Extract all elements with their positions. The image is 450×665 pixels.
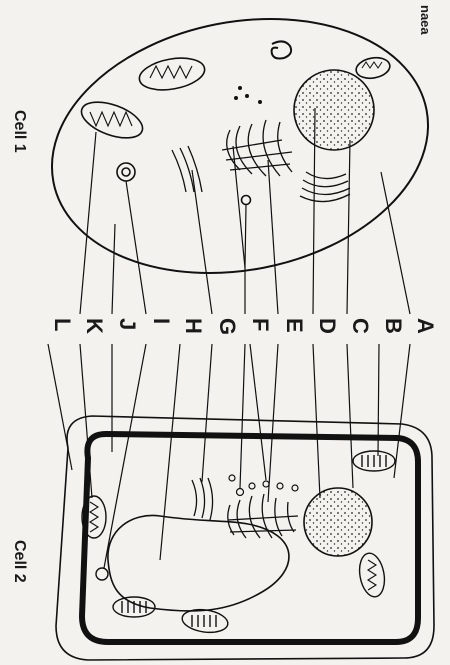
- cell-1: [30, 0, 450, 304]
- leader-L-cell2: [48, 344, 72, 470]
- cell-2: [56, 416, 434, 660]
- leader-G-cell2: [202, 344, 212, 482]
- leader-E-cell1: [268, 160, 278, 314]
- cell-1-rough-er: [300, 172, 350, 202]
- leader-C-cell2: [347, 344, 353, 488]
- cell-2-chloroplast-3: [181, 607, 230, 635]
- label-L: L: [50, 318, 75, 331]
- corner-text: naea: [418, 5, 433, 35]
- leader-A-cell1: [381, 172, 410, 314]
- cell-1-mitochondrion-3: [355, 55, 392, 81]
- label-I: I: [149, 318, 174, 324]
- label-A: A: [413, 318, 438, 334]
- cell-1-vacuole: [272, 41, 292, 58]
- leader-E-cell2: [268, 344, 278, 502]
- leader-H-cell2: [160, 344, 180, 560]
- label-F: F: [248, 318, 273, 331]
- leader-I-cell2: [104, 344, 146, 568]
- labels: A B C D E F G H I J K L: [50, 318, 438, 335]
- cell-1-membrane: [30, 0, 450, 304]
- cell-2-nucleus: [304, 488, 372, 556]
- cell-1-mitochondrion-1: [77, 95, 147, 145]
- label-K: K: [82, 318, 107, 334]
- cell-1-mitochondrion-2: [137, 53, 207, 94]
- cell-2-smooth-er: [192, 478, 213, 520]
- cell-1-lysosome: [117, 163, 135, 181]
- leader-J-cell1: [112, 224, 115, 314]
- label-J: J: [115, 318, 140, 330]
- cell-1-nucleus: [294, 70, 374, 150]
- label-H: H: [181, 318, 206, 334]
- cell-2-vesicle: [96, 568, 108, 580]
- leader-F-cell2b: [250, 344, 266, 480]
- label-C: C: [348, 318, 373, 334]
- label-B: B: [381, 318, 406, 334]
- cell-2-vesicles: [229, 475, 298, 496]
- leader-F-cell1b: [245, 205, 246, 268]
- cell-1-vesicle: [242, 196, 251, 205]
- leader-C-cell1: [347, 140, 350, 314]
- cell-2-golgi: [228, 494, 298, 538]
- cell-1-smooth-er: [172, 146, 202, 192]
- cell-1-golgi: [222, 120, 292, 176]
- cell-2-title: Cell 2: [11, 540, 28, 583]
- label-G: G: [215, 318, 240, 335]
- cell-2-chloroplast-1: [353, 451, 395, 471]
- leader-I-cell1: [126, 181, 146, 314]
- cell-2-mitochondrion-2: [356, 551, 387, 598]
- label-D: D: [315, 318, 340, 334]
- cell-1-granules: [234, 86, 262, 104]
- leader-F-cell2a: [240, 344, 245, 488]
- label-E: E: [282, 318, 307, 333]
- leader-A-cell2: [394, 344, 410, 478]
- leader-K-cell1: [80, 132, 96, 314]
- cell-1-title: Cell 1: [11, 110, 28, 153]
